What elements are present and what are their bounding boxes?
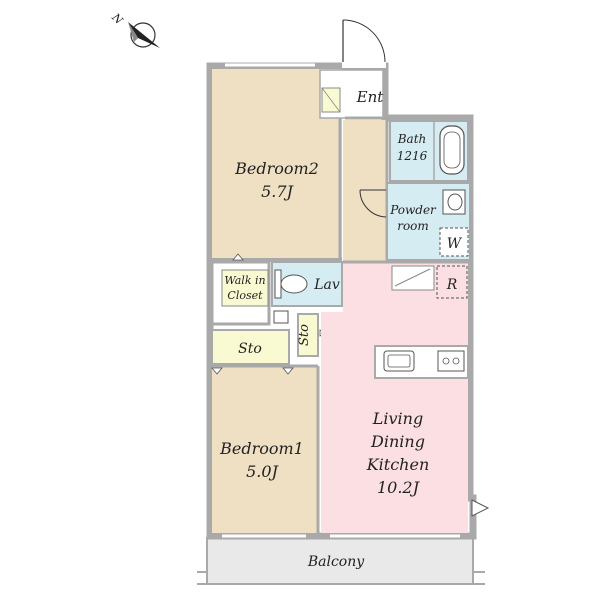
- lavatory-label: Lav: [313, 277, 340, 293]
- refrigerator-label: R: [446, 277, 458, 293]
- toilet-icon: [274, 269, 308, 299]
- bedroom2-size: 5.7J: [261, 182, 294, 201]
- bathtub-icon: [439, 125, 465, 175]
- compass-icon: N: [109, 10, 160, 48]
- balcony: Balcony: [197, 537, 485, 585]
- ldk-size: 10.2J: [377, 478, 421, 497]
- refrigerator-space: [436, 265, 468, 299]
- ldk-label-1: Living: [372, 409, 423, 428]
- powder-room-label-2: room: [397, 219, 429, 233]
- bedroom1-label: Bedroom1: [219, 439, 304, 458]
- closet-label-1: Walk in: [224, 274, 265, 287]
- bath-label: Bath: [397, 132, 427, 146]
- storage2-floor: [297, 313, 319, 357]
- entrance-door[interactable]: [342, 19, 386, 68]
- powder-room-label-1: Powder: [389, 203, 437, 217]
- stove-icon: [437, 350, 465, 372]
- storage1-label: Sto: [238, 341, 262, 357]
- bedroom1-floor: [212, 367, 317, 533]
- bath-size: 1216: [397, 149, 428, 163]
- washer-label: W: [447, 236, 463, 252]
- bedroom2-label: Bedroom2: [234, 159, 319, 178]
- north-label: N: [109, 10, 126, 27]
- bedroom1-size: 5.0J: [246, 462, 279, 481]
- washer-space: [439, 227, 469, 257]
- closet-label-2: Closet: [227, 289, 263, 302]
- ldk-label-3: Kitchen: [366, 455, 430, 474]
- ldk-floor: [321, 262, 468, 533]
- storage2-label: Sto: [297, 324, 312, 346]
- entrance-label: Ent: [356, 88, 385, 106]
- sink-icon: [383, 350, 415, 372]
- ldk-label-2: Dining: [370, 432, 425, 451]
- hall-door[interactable]: [359, 189, 388, 218]
- storage1-floor: [211, 329, 290, 365]
- kitchen-counter: [374, 345, 469, 379]
- balcony-label: Balcony: [307, 554, 365, 570]
